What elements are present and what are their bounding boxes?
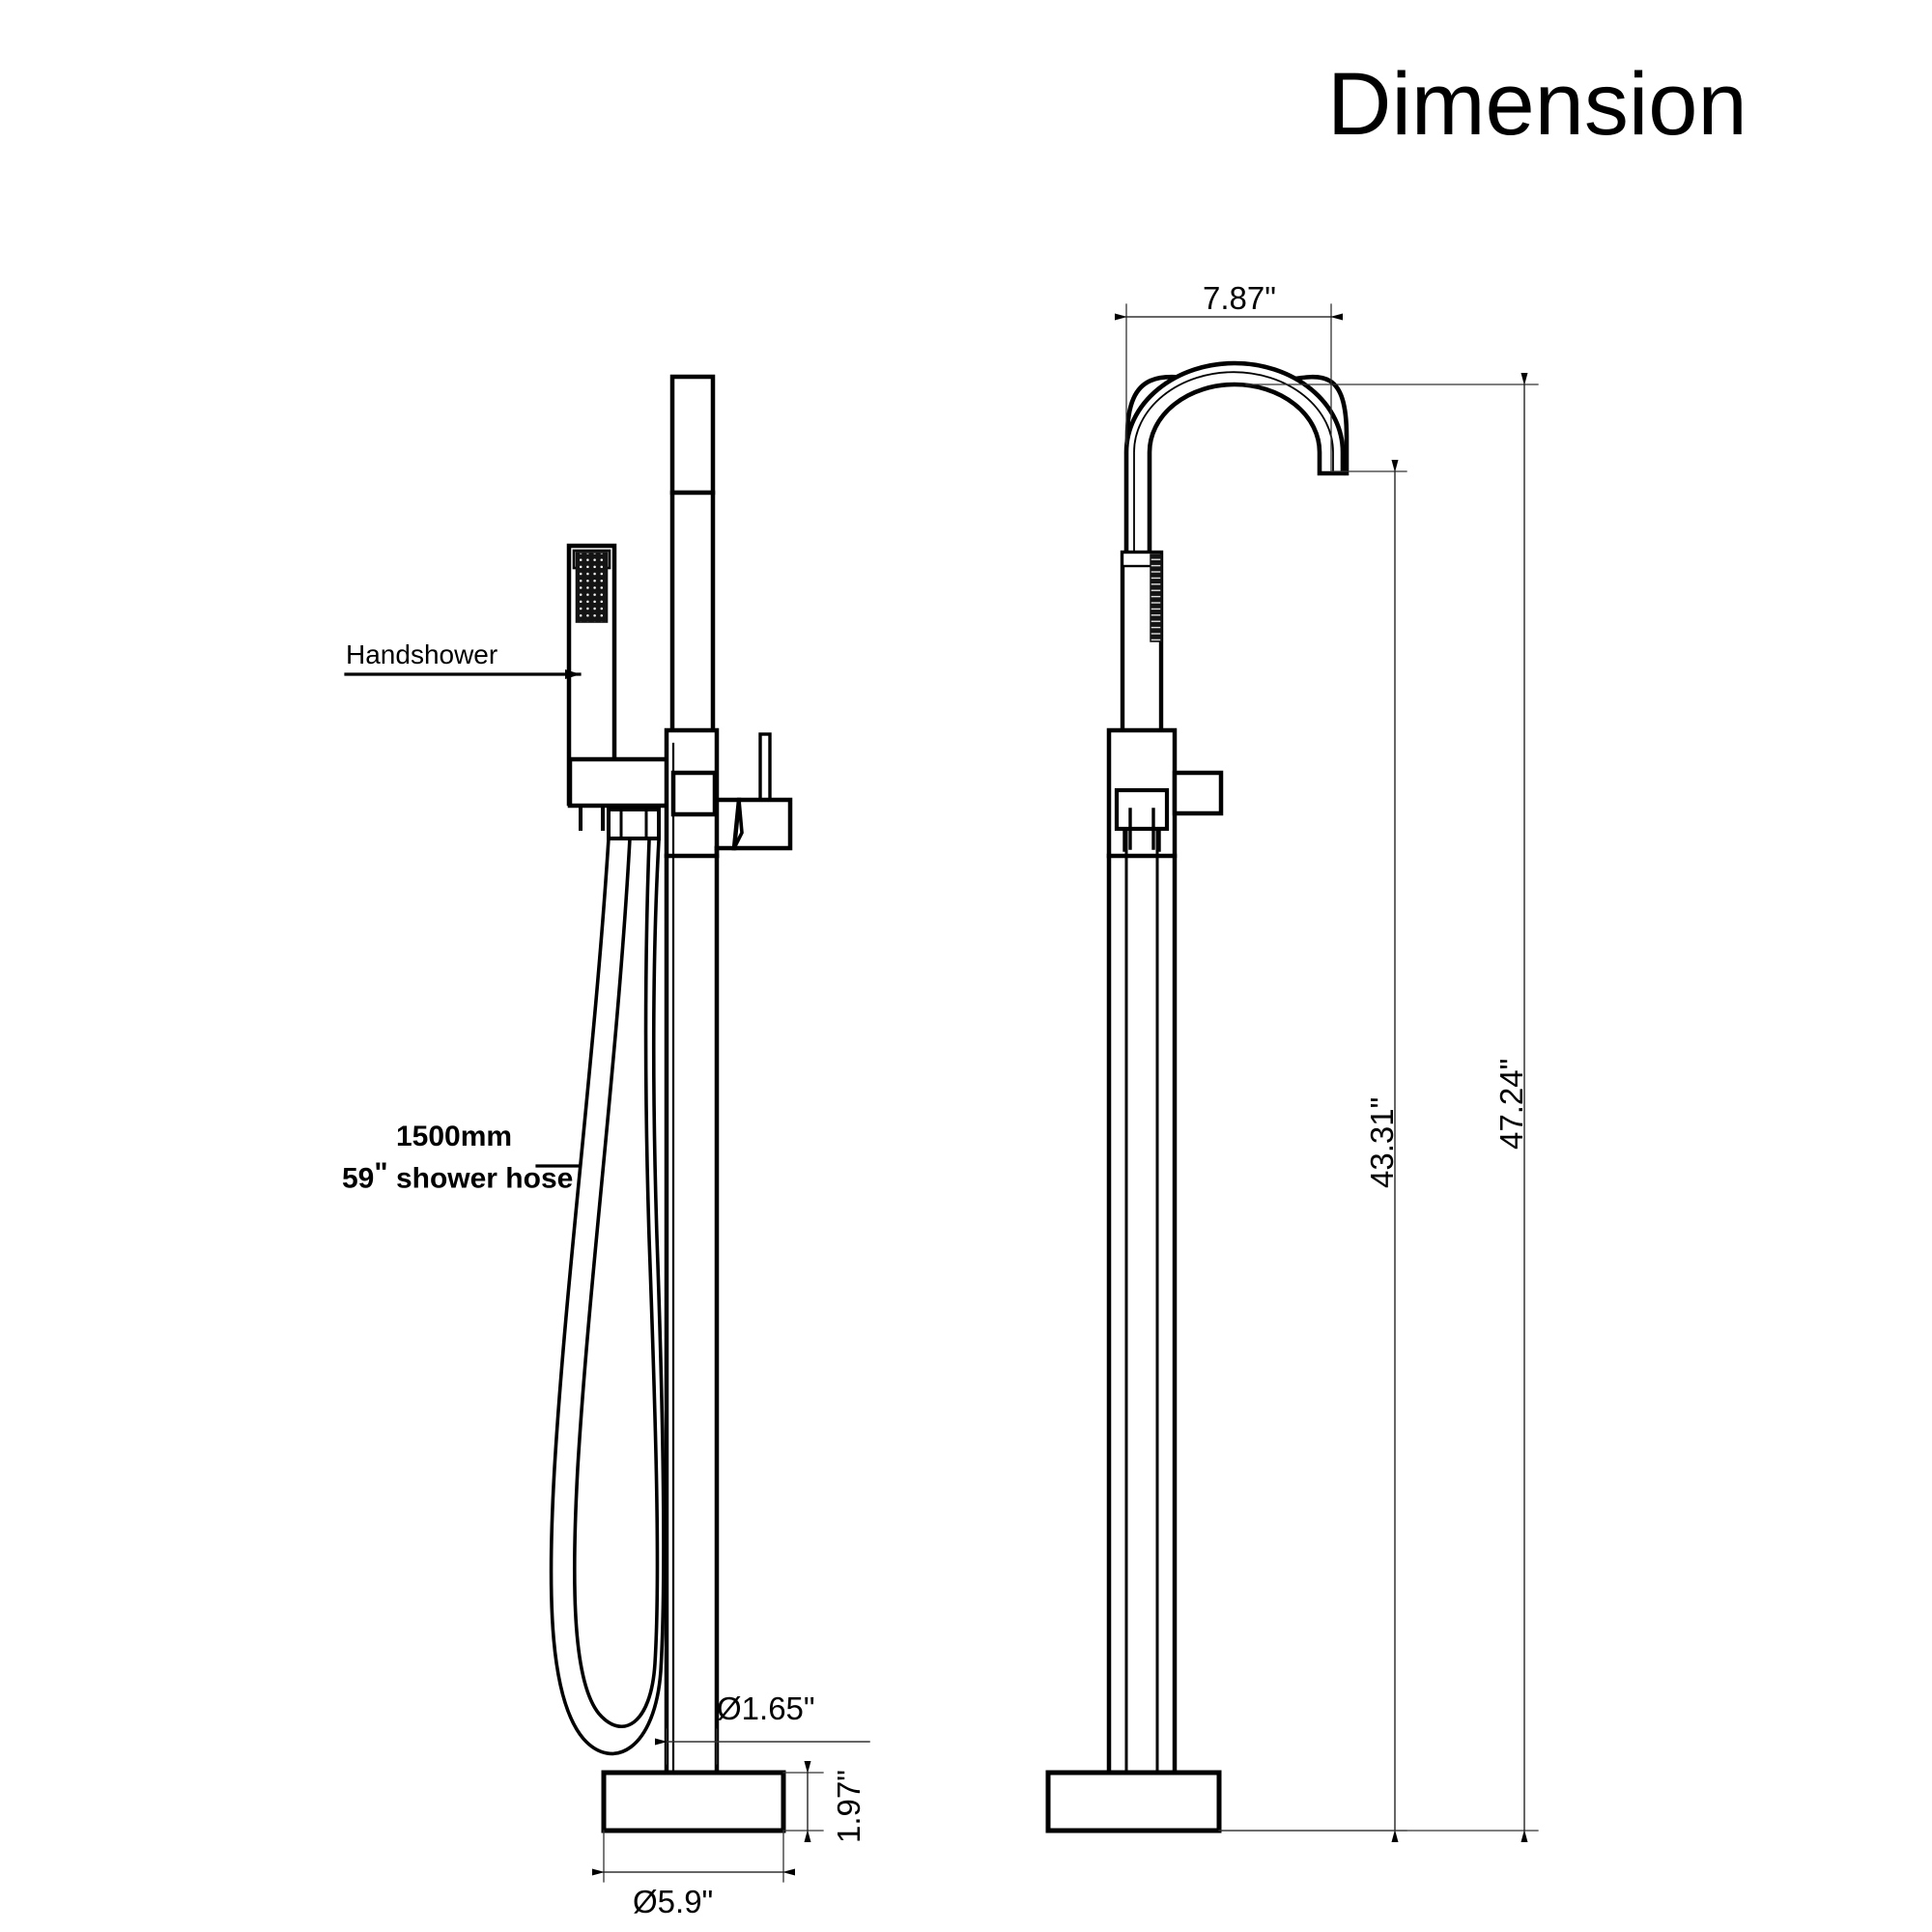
cradle-side-part [1114,787,1170,852]
page-title: Dimension [1327,55,1747,154]
hose-length-value: 59 [342,1162,375,1195]
hose-connector-part [607,808,661,840]
base-plate-side-part [1045,1770,1222,1833]
spray-face-icon [576,553,608,622]
spout-part [669,374,716,747]
hose-length-unit: " [374,1157,388,1189]
side-view-group [1045,303,1539,1842]
hose-label: 1500mm [396,1119,512,1155]
hose-label-text: shower hose [387,1162,574,1195]
dimension-spout-height: 43.31" [1364,1096,1400,1188]
diverter-part [670,770,718,817]
dimension-base-height: 1.97" [831,1770,867,1843]
dimension-base-diameter: Ø5.9" [633,1884,714,1919]
front-view-group [344,374,870,1883]
valve-body-side-part [1106,727,1178,1775]
hose-part [549,837,666,1756]
lever-handle-part [714,732,793,859]
spray-face-side-icon [1151,554,1161,641]
hose-label-line1: 1500mm [396,1121,513,1152]
spout-outline [1123,360,1346,582]
front-view-dimensions [592,1728,870,1883]
handshower-neck [579,802,605,831]
dimension-overall-height: 47.24" [1493,1058,1529,1150]
front-view-leaders [344,669,582,1168]
dimension-spout-reach: 7.87" [1203,280,1276,316]
lever-handle-side-part [1172,770,1224,816]
base-plate-part [601,1770,786,1833]
hose-label-line2: 59" shower hose [342,1155,573,1197]
side-view-dimensions [1115,303,1539,1842]
handshower-label: Handshower [346,639,498,669]
dimension-column-diameter: Ø1.65" [717,1690,815,1726]
